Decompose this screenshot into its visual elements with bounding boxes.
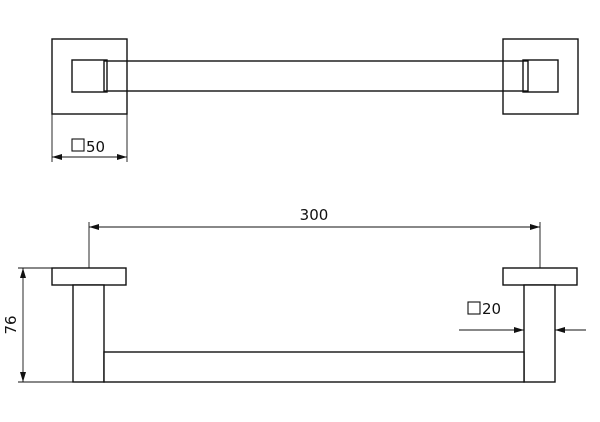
bar-size-arrow-right [555, 327, 565, 333]
dimension-bar-size: 20 [459, 300, 586, 333]
length-arrow-left [89, 224, 99, 230]
dimension-height: 76 [2, 267, 73, 383]
dimension-base-size: 50 [51, 114, 128, 162]
front-right-base [502, 267, 578, 286]
height-label: 76 [2, 315, 20, 334]
front-view [51, 267, 578, 383]
top-left-inner-square [71, 59, 108, 93]
front-right-post [523, 284, 556, 383]
front-bar [103, 351, 525, 383]
square-symbol-icon [71, 138, 85, 152]
top-view [51, 38, 579, 115]
height-arrow-bottom [20, 372, 26, 382]
base-size-arrow-right [117, 154, 127, 160]
bar-size-arrow-left [514, 327, 524, 333]
base-size-label: 50 [86, 138, 105, 156]
front-left-base [51, 267, 127, 286]
length-arrow-right [530, 224, 540, 230]
base-size-arrow-left [52, 154, 62, 160]
top-bar [103, 60, 529, 92]
top-right-inner-square [522, 59, 559, 93]
length-label: 300 [300, 206, 329, 224]
dimension-length: 300 [88, 206, 541, 268]
front-left-post [72, 284, 105, 383]
bar-size-label: 20 [482, 300, 501, 318]
height-arrow-top [20, 268, 26, 278]
square-symbol-icon [467, 301, 481, 315]
